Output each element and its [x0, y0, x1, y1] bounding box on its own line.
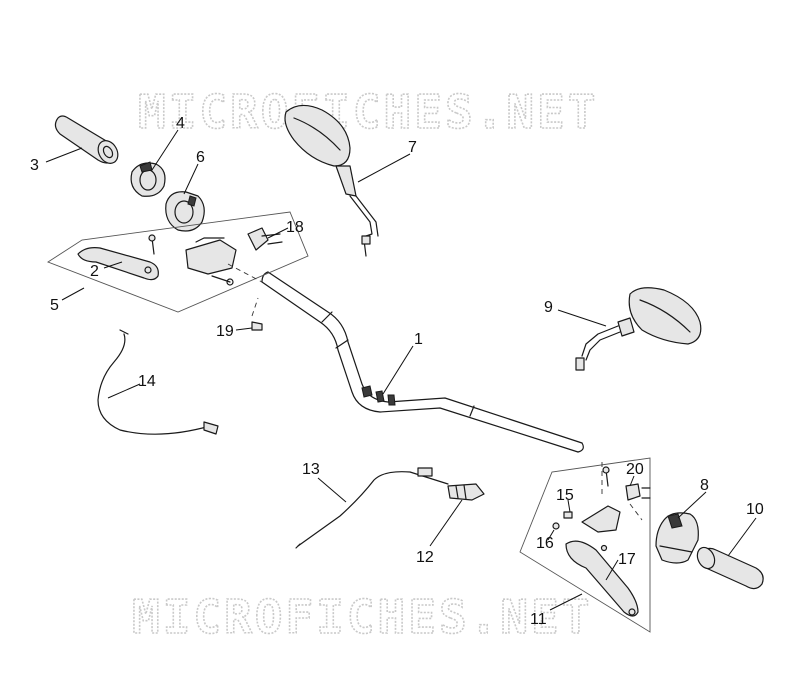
- right-lever-part: [565, 540, 639, 617]
- callout-17: 17: [618, 551, 636, 568]
- right-grip-part: [696, 546, 764, 590]
- callout-1: 1: [414, 331, 423, 348]
- callout-18: 18: [286, 219, 304, 236]
- watermark-bottom: MICROFICHES.NET: [132, 590, 592, 644]
- callout-3: 3: [30, 157, 39, 174]
- callout-5: 5: [50, 297, 59, 314]
- bracket-18-part: [247, 227, 283, 251]
- throttle-housing-part: [130, 161, 166, 197]
- callout-15: 15: [556, 487, 574, 504]
- left-lever-frame: [47, 211, 309, 313]
- callout-4: 4: [176, 115, 185, 132]
- callout-10: 10: [746, 501, 764, 518]
- callout-8: 8: [700, 477, 709, 494]
- clutch-perch-part: [581, 466, 641, 533]
- callout-14: 14: [138, 373, 156, 390]
- right-lever-frame: [519, 457, 651, 633]
- callout-6: 6: [196, 149, 205, 166]
- callout-16: 16: [536, 535, 554, 552]
- callout-7: 7: [408, 139, 417, 156]
- right-mirror-part: [575, 287, 702, 371]
- adjuster-12-part: [447, 483, 485, 501]
- callout-11: 11: [530, 611, 547, 628]
- left-mirror-part: [284, 104, 379, 257]
- handlebar-part: [261, 271, 584, 453]
- watermark-top: MICROFICHES.NET: [138, 85, 598, 139]
- leader-lines: [45, 129, 757, 611]
- callout-9: 9: [544, 299, 553, 316]
- callout-2: 2: [90, 263, 99, 280]
- small-parts-15-16-20: [552, 487, 651, 552]
- left-switch-block-part: [165, 191, 205, 232]
- callout-labels: 1 2 3 4 5 6 7 8 9 10 11 12 13 14 15 16 1…: [30, 115, 764, 628]
- right-switch-block-part: [655, 512, 699, 564]
- cable-14-part: [97, 329, 219, 435]
- left-master-cylinder-part: [185, 237, 237, 286]
- callout-12: 12: [416, 549, 434, 566]
- callout-19: 19: [216, 323, 234, 340]
- callout-13: 13: [302, 461, 320, 478]
- fitting-19-part: [251, 321, 263, 331]
- left-grip-part: [54, 115, 119, 164]
- screw-part: [148, 234, 156, 255]
- cable-13-part: [295, 467, 449, 549]
- callout-20: 20: [626, 461, 644, 478]
